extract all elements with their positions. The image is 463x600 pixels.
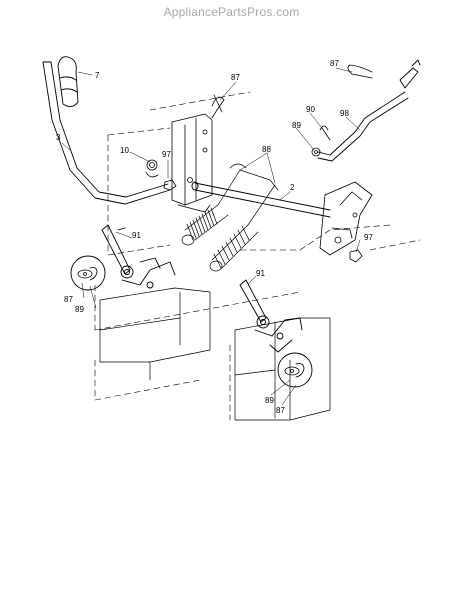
callout-washer-right: 90 bbox=[306, 105, 315, 114]
washer-right bbox=[311, 125, 331, 157]
callout-springs-pair: 88 bbox=[262, 145, 271, 154]
callout-clip-top: 87 bbox=[231, 73, 240, 82]
right-bracket bbox=[319, 181, 373, 256]
callout-clip-right-top: 87 bbox=[330, 59, 339, 68]
callout-clip-right-detail: 87 bbox=[276, 406, 285, 415]
callout-clip-left-detail: 87 bbox=[64, 295, 73, 304]
detail-circle-left bbox=[70, 255, 106, 291]
callout-link-right: 91 bbox=[256, 269, 265, 278]
detail-circle-right bbox=[277, 352, 313, 388]
callout-rod-right: 98 bbox=[340, 109, 349, 118]
springs-pair bbox=[181, 163, 279, 272]
callout-cross-shaft: 2 bbox=[290, 183, 295, 192]
lift-handle bbox=[42, 61, 171, 205]
cross-shaft bbox=[191, 181, 331, 218]
dashed-chassis-outline bbox=[94, 91, 421, 421]
watermark: AppliancePartsPros.com bbox=[163, 5, 300, 19]
hair-pin-clip-top bbox=[211, 94, 225, 119]
hair-pin-clip-right-top bbox=[347, 64, 373, 79]
callout-nut-right: 97 bbox=[364, 233, 373, 242]
link-left bbox=[101, 224, 176, 289]
lower-frame-left bbox=[99, 287, 211, 381]
handle-grip bbox=[57, 56, 79, 107]
callout-washer-right-detail: 89 bbox=[265, 396, 274, 405]
small-spring bbox=[145, 159, 159, 178]
callout-lift-handle: 3 bbox=[56, 133, 61, 142]
callout-washer-right-small: 89 bbox=[292, 121, 301, 130]
leader-lines bbox=[61, 67, 361, 406]
rod-right bbox=[317, 59, 421, 162]
callout-nut-left: 97 bbox=[162, 150, 171, 159]
callout-washer-left-detail: 89 bbox=[75, 305, 84, 314]
link-right bbox=[239, 279, 303, 353]
callout-link-left: 91 bbox=[132, 231, 141, 240]
callout-labels: 7 3 10 97 87 88 2 87 90 98 89 97 91 87 8… bbox=[56, 59, 373, 415]
callout-small-spring: 10 bbox=[120, 146, 129, 155]
nut-left bbox=[163, 179, 177, 191]
callout-handle-grip: 7 bbox=[95, 71, 100, 80]
center-bracket bbox=[171, 113, 213, 213]
